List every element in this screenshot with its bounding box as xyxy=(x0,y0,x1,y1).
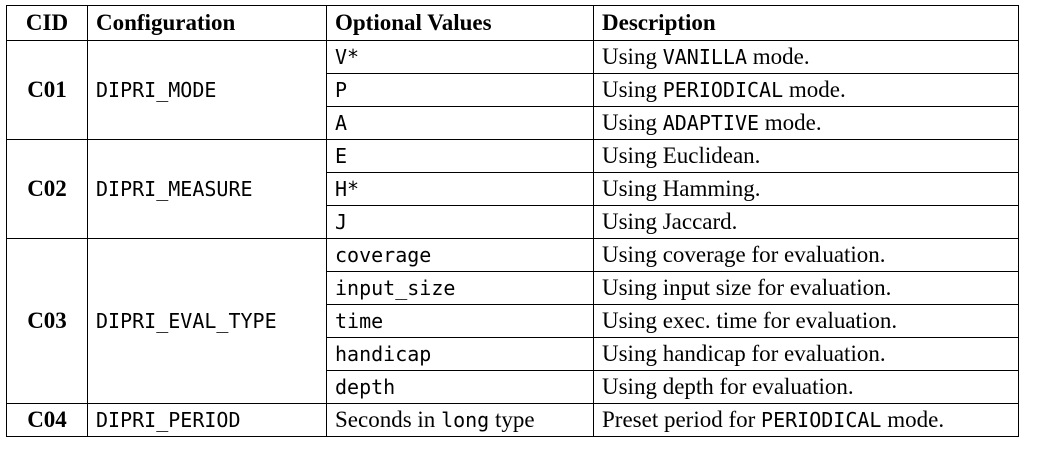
desc-code: PERIODICAL xyxy=(761,408,882,432)
header-optional-values: Optional Values xyxy=(326,5,594,41)
value-cell: J xyxy=(326,205,594,239)
config-table: CID Configuration Optional Values Descri… xyxy=(6,5,1019,437)
header-cid: CID xyxy=(6,5,88,41)
table-row: time Using exec. time for evaluation. xyxy=(7,304,1019,338)
value-cell: time xyxy=(326,304,594,338)
description-cell: Preset period for PERIODICAL mode. xyxy=(593,403,1019,437)
value-text: type xyxy=(489,407,535,432)
desc-text: Using xyxy=(602,77,663,102)
cid-cell: C04 xyxy=(6,403,88,437)
value-cell: coverage xyxy=(326,238,594,272)
desc-code: ADAPTIVE xyxy=(662,111,760,135)
table-row: C03 DIPRI_EVAL_TYPE coverage Using cover… xyxy=(6,238,1019,404)
value-cell: V* xyxy=(326,40,594,74)
table-row: input_size Using input size for evaluati… xyxy=(7,271,1019,305)
table-row: C01 DIPRI_MODE V* Using VANILLA mode. xyxy=(6,40,1019,140)
cid-cell: C01 xyxy=(6,40,88,140)
desc-text: mode. xyxy=(759,110,822,135)
description-cell: Using handicap for evaluation. xyxy=(593,337,1019,371)
value-cell: P xyxy=(326,73,594,107)
table-row: C04 DIPRI_PERIOD Seconds in long type Pr… xyxy=(6,403,1019,437)
table-row: C02 DIPRI_MEASURE E Using Euclidean. xyxy=(6,139,1019,239)
config-cell: DIPRI_EVAL_TYPE xyxy=(87,238,327,404)
config-cell: DIPRI_MEASURE xyxy=(87,139,327,239)
description-cell: Using Jaccard. xyxy=(593,205,1019,239)
value-cell: H* xyxy=(326,172,594,206)
table-row: handicap Using handicap for evaluation. xyxy=(7,337,1019,371)
table-row: P Using PERIODICAL mode. xyxy=(7,73,1019,107)
cid-cell: C03 xyxy=(6,238,88,404)
description-cell: Using VANILLA mode. xyxy=(593,40,1019,74)
cid-cell: C02 xyxy=(6,139,88,239)
value-cell: depth xyxy=(326,370,594,404)
value-cell: E xyxy=(326,139,594,173)
desc-code: PERIODICAL xyxy=(662,78,784,102)
description-cell: Using depth for evaluation. xyxy=(593,370,1019,404)
desc-text: Using xyxy=(602,44,663,69)
value-cell: A xyxy=(326,106,594,140)
value-cell: Seconds in long type xyxy=(326,403,594,437)
value-cell: handicap xyxy=(326,337,594,371)
description-cell: Using PERIODICAL mode. xyxy=(593,73,1019,107)
value-cell: input_size xyxy=(326,271,594,305)
desc-text: Preset period for xyxy=(602,407,762,432)
header-configuration: Configuration xyxy=(87,5,327,41)
table-row: depth Using depth for evaluation. xyxy=(7,370,1019,404)
desc-code: VANILLA xyxy=(662,45,747,69)
header-description: Description xyxy=(593,5,1019,41)
description-cell: Using coverage for evaluation. xyxy=(593,238,1019,272)
description-cell: Using Euclidean. xyxy=(593,139,1019,173)
value-code: long xyxy=(441,408,490,432)
description-cell: Using exec. time for evaluation. xyxy=(593,304,1019,338)
config-table-container: CID Configuration Optional Values Descri… xyxy=(6,5,1019,437)
description-cell: Using ADAPTIVE mode. xyxy=(593,106,1019,140)
desc-text: Using xyxy=(602,110,663,135)
value-text: Seconds in xyxy=(335,407,442,432)
description-cell: Using input size for evaluation. xyxy=(593,271,1019,305)
desc-text: mode. xyxy=(783,77,846,102)
description-cell: Using Hamming. xyxy=(593,172,1019,206)
config-cell: DIPRI_PERIOD xyxy=(87,403,327,437)
config-cell: DIPRI_MODE xyxy=(87,40,327,140)
header-row: CID Configuration Optional Values Descri… xyxy=(6,5,1019,41)
desc-text: mode. xyxy=(747,44,810,69)
desc-text: mode. xyxy=(881,407,945,432)
